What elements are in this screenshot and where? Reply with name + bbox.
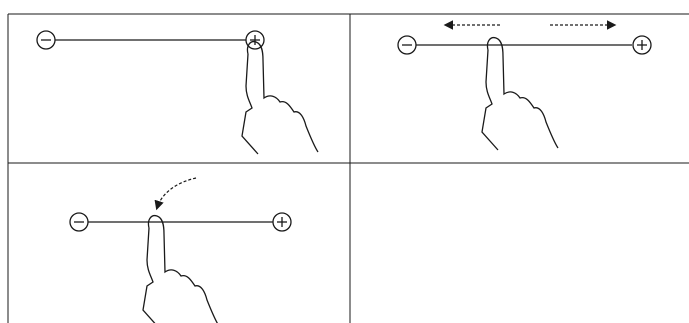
panel-bottom-left xyxy=(69,177,292,323)
plus-circle-icon xyxy=(272,212,292,232)
hand-pointer-icon xyxy=(142,214,220,323)
plus-circle-icon xyxy=(632,35,652,55)
hand-pointer-icon xyxy=(481,36,559,151)
panel-top-left xyxy=(36,30,319,155)
hand-pointer-icon xyxy=(241,40,319,155)
panel-grid xyxy=(7,13,689,323)
panel-top-right xyxy=(397,20,652,151)
minus-circle-icon xyxy=(69,212,89,232)
curved-dashed-arrow xyxy=(154,177,197,211)
minus-circle-icon xyxy=(397,35,417,55)
minus-circle-icon xyxy=(36,30,56,50)
